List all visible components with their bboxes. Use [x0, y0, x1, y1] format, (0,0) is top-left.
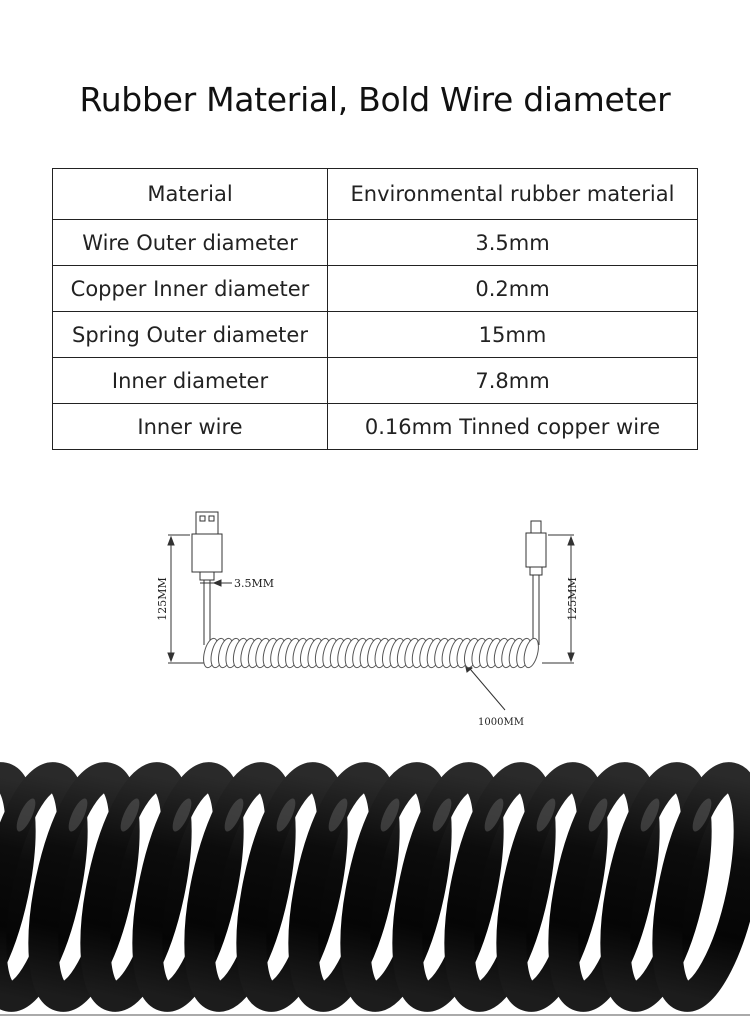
spec-value: 0.2mm: [327, 265, 698, 312]
coiled-cable-outline: [203, 637, 539, 669]
spec-label: Wire Outer diameter: [52, 219, 328, 266]
usb-a-connector-icon: [191, 511, 223, 581]
spec-label: Material: [52, 168, 328, 220]
spec-table: Material Environmental rubber material W…: [52, 168, 698, 450]
spec-value: Environmental rubber material: [327, 168, 698, 220]
table-row: Inner wire 0.16mm Tinned copper wire: [52, 403, 698, 450]
table-row: Spring Outer diameter 15mm: [52, 311, 698, 358]
cable-dimension-diagram: 125MM 125MM 3.5MM 1000MM: [156, 511, 579, 728]
spec-value: 3.5mm: [327, 219, 698, 266]
coil-length-leader: [464, 662, 506, 711]
spec-label: Inner wire: [52, 403, 328, 450]
coiled-cable-photo: [0, 762, 750, 1016]
table-row: Wire Outer diameter 3.5mm: [52, 219, 698, 266]
spec-label: Copper Inner diameter: [52, 265, 328, 312]
micro-usb-connector-icon: [525, 520, 547, 576]
spec-value: 0.16mm Tinned copper wire: [327, 403, 698, 450]
coil-length-label: 1000MM: [478, 717, 524, 728]
wire-diameter-label: 3.5MM: [234, 577, 274, 590]
table-row: Inner diameter 7.8mm: [52, 357, 698, 404]
black-coil-loops: [0, 762, 750, 1012]
right-height-label: 125MM: [566, 577, 579, 621]
table-row: Material Environmental rubber material: [52, 168, 698, 220]
table-row: Copper Inner diameter 0.2mm: [52, 265, 698, 312]
spec-label: Spring Outer diameter: [52, 311, 328, 358]
page-title: Rubber Material, Bold Wire diameter: [79, 80, 671, 119]
spec-label: Inner diameter: [52, 357, 328, 404]
left-height-label: 125MM: [156, 577, 169, 621]
spec-value: 7.8mm: [327, 357, 698, 404]
spec-value: 15mm: [327, 311, 698, 358]
